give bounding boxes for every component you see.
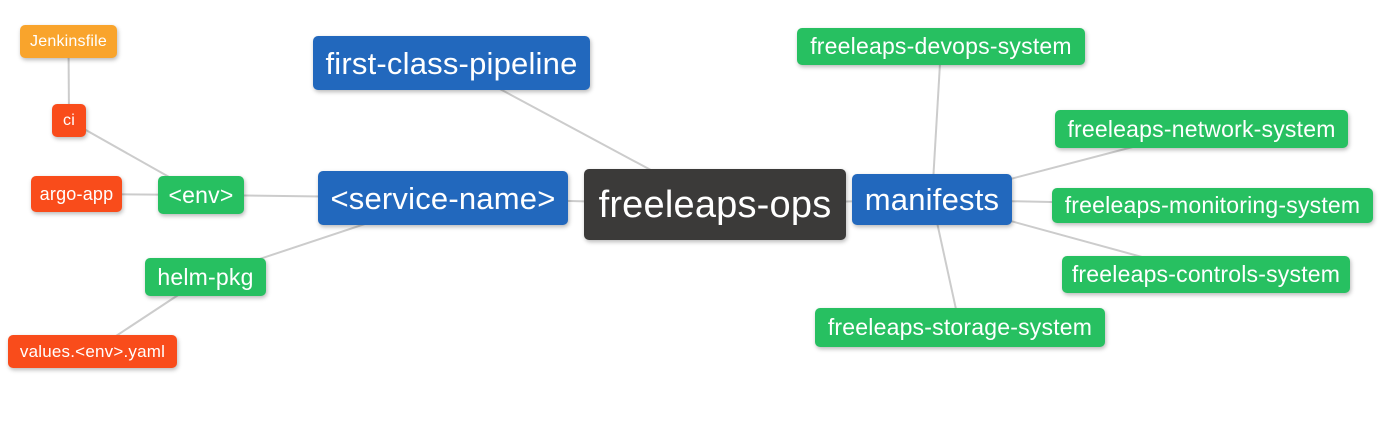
node-freeleaps-monitoring-system[interactable]: freeleaps-monitoring-system bbox=[1052, 188, 1373, 223]
node-service-name[interactable]: <service-name> bbox=[318, 171, 568, 225]
node-jenkinsfile[interactable]: Jenkinsfile bbox=[20, 25, 117, 58]
node-freeleaps-ops[interactable]: freeleaps-ops bbox=[584, 169, 846, 240]
node-argo-app[interactable]: argo-app bbox=[31, 176, 122, 212]
node-manifests[interactable]: manifests bbox=[852, 174, 1012, 225]
node-values-env-yaml[interactable]: values.<env>.yaml bbox=[8, 335, 177, 368]
node-first-class-pipeline[interactable]: first-class-pipeline bbox=[313, 36, 590, 90]
node-ci[interactable]: ci bbox=[52, 104, 86, 137]
node-freeleaps-network-system[interactable]: freeleaps-network-system bbox=[1055, 110, 1348, 148]
node-freeleaps-devops-system[interactable]: freeleaps-devops-system bbox=[797, 28, 1085, 65]
node-freeleaps-storage-system[interactable]: freeleaps-storage-system bbox=[815, 308, 1105, 347]
node-env[interactable]: <env> bbox=[158, 176, 244, 214]
node-freeleaps-controls-system[interactable]: freeleaps-controls-system bbox=[1062, 256, 1350, 293]
node-helm-pkg[interactable]: helm-pkg bbox=[145, 258, 266, 296]
